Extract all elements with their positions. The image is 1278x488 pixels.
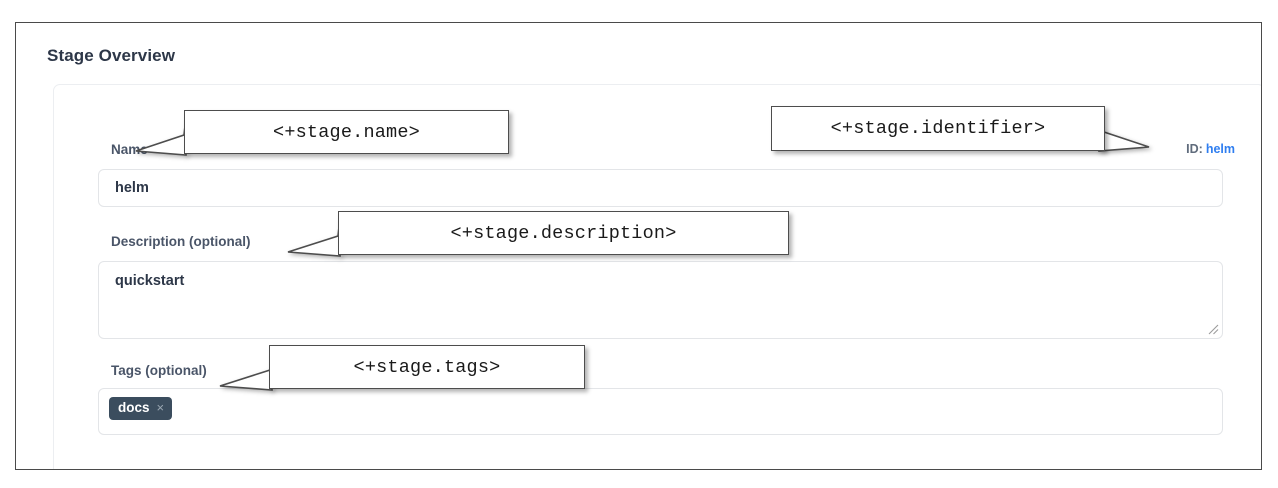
callout-stage-name: <+stage.name> [184,110,509,154]
callout-stage-identifier: <+stage.identifier> [771,106,1105,151]
tags-field-label: Tags (optional) [111,363,207,378]
resize-grip-icon[interactable] [1208,324,1219,335]
tag-chip-label: docs [118,400,150,415]
description-field-label: Description (optional) [111,234,251,249]
description-textarea[interactable]: quickstart [98,261,1223,339]
page-title: Stage Overview [47,46,176,65]
description-value: quickstart [115,273,185,289]
tags-input[interactable]: docs × [98,388,1223,435]
callout-stage-description: <+stage.description> [338,211,789,255]
callout-stage-tags: <+stage.tags> [269,345,585,389]
name-input[interactable]: helm [98,169,1223,207]
screenshot-frame: Stage Overview Name ID:helm helm Descrip… [15,22,1262,470]
name-field-label: Name [111,142,148,157]
tag-chip[interactable]: docs × [109,397,173,420]
identifier-key-label: ID: [1186,142,1203,156]
identifier-value[interactable]: helm [1205,142,1235,156]
stage-identifier-display: ID:helm [1186,142,1235,156]
tag-remove-icon[interactable]: × [156,400,165,416]
